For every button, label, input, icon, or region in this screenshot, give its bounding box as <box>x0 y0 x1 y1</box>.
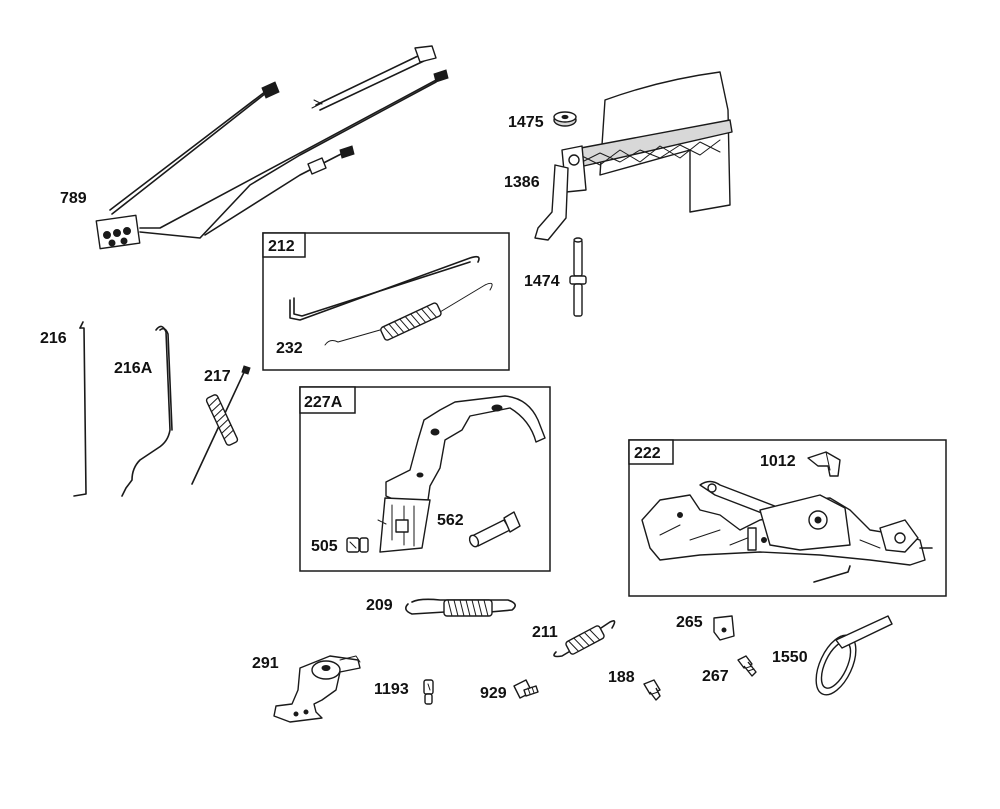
part-505-clip[interactable] <box>346 537 369 553</box>
part-label-1386: 1386 <box>504 174 540 191</box>
part-211-spring[interactable] <box>553 620 616 658</box>
part-1386-deflector[interactable] <box>534 71 733 241</box>
part-label-265: 265 <box>676 614 703 631</box>
part-1550-grommet[interactable] <box>808 615 893 701</box>
part-label-216: 216 <box>40 330 67 347</box>
part-1012-clip[interactable] <box>807 451 841 477</box>
part-label-1193: 1193 <box>374 681 409 698</box>
group-label-227A: 227A <box>304 394 343 411</box>
part-label-232: 232 <box>276 340 303 357</box>
part-label-211: 211 <box>532 624 558 641</box>
part-265-clip[interactable] <box>713 615 735 641</box>
group-227A-box <box>299 386 551 572</box>
part-212-rod-and-spring[interactable] <box>289 255 493 346</box>
part-label-209: 209 <box>366 597 393 614</box>
group-222-box <box>628 439 947 597</box>
group-label-212: 212 <box>268 238 295 255</box>
part-label-1012: 1012 <box>760 453 796 470</box>
part-label-1550: 1550 <box>772 649 808 666</box>
part-291-bracket[interactable] <box>273 655 361 723</box>
part-222-control-assembly[interactable] <box>641 480 933 583</box>
part-label-789: 789 <box>60 190 87 207</box>
part-789-cable-harness[interactable] <box>95 45 449 250</box>
part-227A-bracket[interactable] <box>377 395 546 553</box>
part-label-1475: 1475 <box>508 114 544 131</box>
part-1193-pin[interactable] <box>423 679 434 705</box>
part-label-929: 929 <box>480 685 507 702</box>
part-label-1474: 1474 <box>524 273 560 290</box>
part-267-screw[interactable] <box>737 655 757 677</box>
part-216A-rod[interactable] <box>121 325 173 497</box>
part-217-spring-rod[interactable] <box>191 365 251 485</box>
part-216-rod[interactable] <box>73 321 87 497</box>
part-1475-nut[interactable] <box>553 111 577 127</box>
part-label-188: 188 <box>608 669 635 686</box>
part-label-291: 291 <box>252 655 279 672</box>
part-label-562: 562 <box>437 512 464 529</box>
part-label-267: 267 <box>702 668 729 685</box>
part-1474-pin[interactable] <box>569 237 587 317</box>
part-label-217: 217 <box>204 368 231 385</box>
group-label-222: 222 <box>634 445 661 462</box>
part-188-screw[interactable] <box>643 679 661 701</box>
part-label-216A: 216A <box>114 360 153 377</box>
part-label-505: 505 <box>311 538 338 555</box>
part-929-bolt[interactable] <box>513 679 539 699</box>
group-212-box <box>262 232 510 371</box>
part-209-spring[interactable] <box>404 598 516 617</box>
part-562-pin[interactable] <box>468 511 521 548</box>
